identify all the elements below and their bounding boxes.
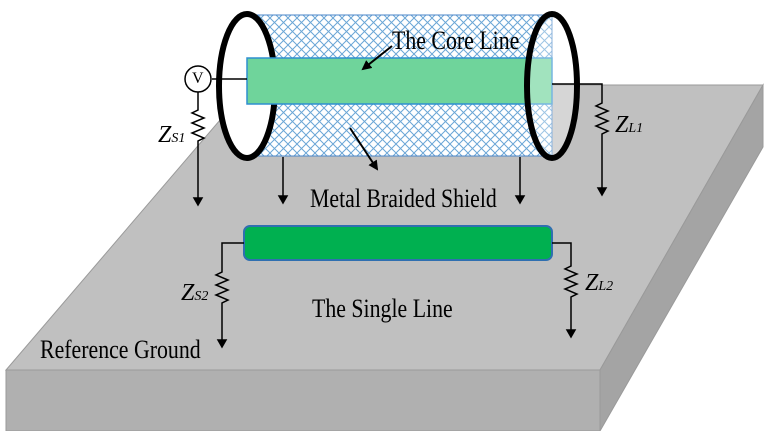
zl2-main: Z (585, 270, 599, 296)
zs1-main: Z (158, 122, 172, 148)
zs1-resistor (190, 92, 206, 198)
ground-arrow-shield-right (514, 195, 526, 205)
zl1-main: Z (615, 112, 629, 138)
ground-arrow-zs1 (192, 197, 204, 207)
metal-braided-shield-label: Metal Braided Shield (310, 184, 497, 213)
shield-pointer-arrow (349, 127, 379, 171)
shield-right-end (524, 11, 580, 161)
zl1-subscript: L1 (628, 121, 644, 136)
zl2-subscript: L2 (598, 279, 614, 294)
zs2-main: Z (181, 280, 195, 306)
zs2-label: ZS2 (181, 281, 208, 305)
single-line-label: The Single Line (312, 294, 453, 323)
single-line-conductor (243, 225, 553, 261)
zs2-subscript: S2 (194, 289, 209, 304)
load-circuit-single (552, 242, 579, 339)
zl1-resistor (552, 83, 610, 188)
core-line-pointer-arrow (361, 45, 393, 71)
reference-ground-label: Reference Ground (40, 335, 201, 364)
plate-front-face (5, 369, 601, 431)
voltage-source (184, 65, 212, 93)
zs1-subscript: S1 (171, 131, 186, 146)
zl1-label: ZL1 (615, 113, 643, 137)
shield-grounding (277, 157, 526, 205)
voltage-source-label: V (192, 70, 204, 87)
voltage-source-circle (184, 65, 212, 93)
ground-arrow-zl1 (596, 187, 608, 197)
ground-arrow-zs2 (216, 339, 228, 349)
shielded-cable (216, 11, 580, 161)
source-circuit-single (214, 242, 244, 349)
zs2-resistor (214, 242, 244, 340)
ground-arrow-zl2 (565, 329, 577, 339)
core-line-conductor (246, 57, 553, 105)
source-circuit-core (190, 78, 247, 207)
ground-arrow-shield-left (277, 195, 289, 205)
zs1-label: ZS1 (158, 123, 185, 147)
zl2-resistor (552, 242, 579, 330)
core-line-label: The Core Line (392, 26, 520, 55)
plate-right-face (599, 83, 764, 431)
load-circuit-core (552, 83, 610, 197)
zl2-label: ZL2 (585, 271, 613, 295)
